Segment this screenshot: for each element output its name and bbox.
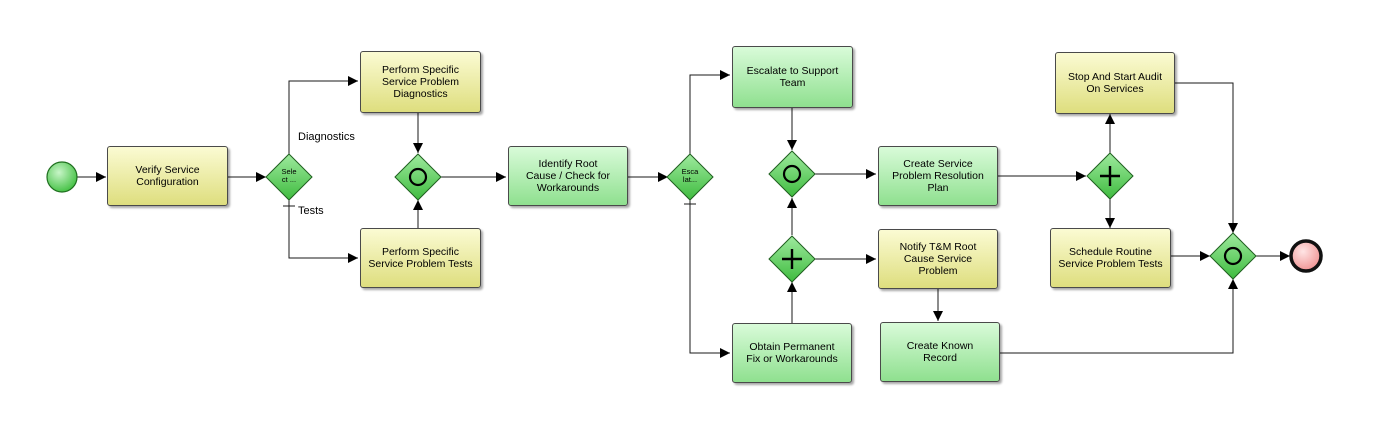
parallel-plus-icon [782,249,802,269]
task-stop-start-audit[interactable]: Stop And Start Audit On Services [1055,52,1175,114]
gateway-merge-1[interactable] [394,153,442,201]
task-perform-diagnostics[interactable]: Perform Specific Service Problem Diagnos… [360,51,481,113]
task-notify-root-cause[interactable]: Notify T&M Root Cause Service Problem [878,229,998,289]
gateway-merge-3[interactable] [1209,232,1257,280]
flow-select-tests [288,200,358,263]
gateway-merge-2[interactable] [768,150,816,198]
task-label: Perform Specific Service Problem Tests [368,246,473,270]
gateway-escalate-label: Esca lat... [675,168,705,184]
end-event[interactable] [1289,239,1323,273]
task-label: Create Known Record [906,340,974,364]
task-schedule-routine-tests[interactable]: Schedule Routine Service Problem Tests [1050,228,1171,288]
flow-escgw-escalate-task [689,70,730,154]
task-label: Create Service Problem Resolution Plan [892,158,984,194]
task-label: Notify T&M Root Cause Service Problem [899,241,977,277]
start-event[interactable] [46,161,78,193]
task-label: Verify Service Configuration [135,164,200,188]
gateway-parallel-1[interactable] [768,235,816,283]
flow-escgw-obtain [689,200,730,358]
task-label: Perform Specific Service Problem Diagnos… [381,64,460,100]
parallel-plus-icon [1100,166,1120,186]
gateway-select-label: Sele ct ... [274,168,304,184]
flow-label-diagnostics: Diagnostics [298,131,355,143]
inclusive-marker-icon [782,164,802,184]
task-obtain-permanent-fix[interactable]: Obtain Permanent Fix or Workarounds [732,323,852,383]
gateway-select-text: Sele ct ... [281,167,297,184]
flow-known-merge3 [1000,279,1238,354]
task-label: Obtain Permanent Fix or Workarounds [746,341,838,365]
gateway-escalate-text: Esca lat... [681,167,699,184]
task-create-resolution-plan[interactable]: Create Service Problem Resolution Plan [878,146,998,206]
gateway-select[interactable] [265,153,313,201]
task-verify-service-configuration[interactable]: Verify Service Configuration [107,146,228,206]
flow-audit-merge3 [1175,82,1238,233]
gateway-escalate[interactable] [666,153,714,201]
inclusive-marker-icon [408,167,428,187]
task-identify-root-cause[interactable]: Identify Root Cause / Check for Workarou… [508,146,628,206]
gateway-parallel-2[interactable] [1086,152,1134,200]
flow-select-diagnostics [288,76,358,154]
task-label: Escalate to Support Team [746,65,839,89]
flow-label-tests: Tests [298,205,324,217]
task-label: Identify Root Cause / Check for Workarou… [525,158,611,194]
task-perform-tests[interactable]: Perform Specific Service Problem Tests [360,228,481,288]
task-label: Stop And Start Audit On Services [1068,71,1162,95]
inclusive-marker-icon [1223,246,1243,266]
task-label: Schedule Routine Service Problem Tests [1058,246,1163,270]
task-create-known-record[interactable]: Create Known Record [880,322,1000,382]
task-escalate-to-support[interactable]: Escalate to Support Team [732,46,853,108]
